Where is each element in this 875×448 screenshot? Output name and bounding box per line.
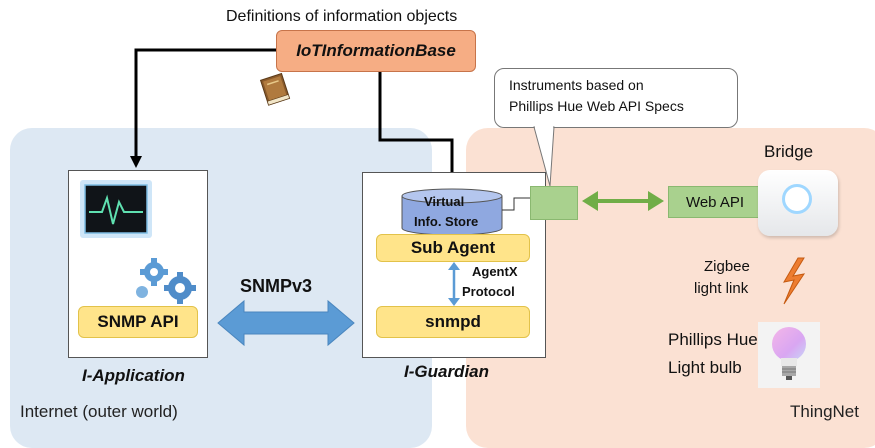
light-bulb-image (758, 322, 820, 388)
definitions-caption: Definitions of information objects (226, 8, 458, 25)
gears-icon (136, 258, 196, 304)
virtual-store-line-2: Info. Store (414, 214, 479, 229)
callout-line-2: Phillips Hue Web API Specs (509, 98, 684, 114)
virtual-store-line-1: Virtual (424, 194, 465, 209)
snmp-api-box: SNMP API (78, 306, 198, 338)
book-icon (259, 72, 291, 106)
guardian-title: I-Guardian (404, 362, 490, 381)
web-api-label: Web API (685, 193, 745, 211)
monitor-icon (80, 180, 152, 238)
application-title: I-Application (82, 366, 185, 385)
internet-region-label: Internet (outer world) (20, 402, 178, 421)
instrument-connector (502, 197, 532, 211)
iot-information-base-label: IoTInformationBase (296, 41, 456, 60)
callout-pointer (533, 126, 555, 187)
bulb-label-line-1: Phillips Hue (668, 330, 758, 349)
thingnet-region-label: ThingNet (790, 402, 859, 421)
snmpv3-arrow (217, 299, 355, 347)
instrument-box (530, 186, 578, 220)
agentx-label-line-1: AgentX (472, 264, 518, 279)
lightning-icon (783, 257, 806, 305)
web-api-double-arrow (582, 191, 664, 211)
snmpd-box: snmpd (376, 306, 530, 338)
agentx-label-line-2: Protocol (462, 284, 515, 299)
instruments-callout: Instruments based on Phillips Hue Web AP… (494, 68, 738, 128)
virtual-info-store-cylinder (401, 188, 503, 236)
zigbee-label-line-1: Zigbee (704, 258, 750, 275)
web-api-box: Web API (668, 186, 762, 218)
bridge-button-icon (782, 184, 812, 214)
iot-information-base-banner: IoTInformationBase (276, 30, 476, 72)
sub-agent-label: Sub Agent (410, 238, 496, 257)
bulb-label-line-2: Light bulb (668, 358, 742, 377)
snmp-api-label: SNMP API (97, 312, 179, 331)
snmpd-label: snmpd (425, 312, 481, 331)
callout-line-1: Instruments based on (509, 77, 644, 93)
agentx-arrow (448, 262, 460, 306)
light-bulb-icon (772, 327, 806, 380)
sub-agent-box: Sub Agent (376, 234, 530, 262)
bridge-label: Bridge (764, 142, 814, 161)
zigbee-label-line-2: light link (694, 280, 749, 297)
bridge-device (758, 170, 838, 236)
snmpv3-label: SNMPv3 (240, 276, 313, 296)
